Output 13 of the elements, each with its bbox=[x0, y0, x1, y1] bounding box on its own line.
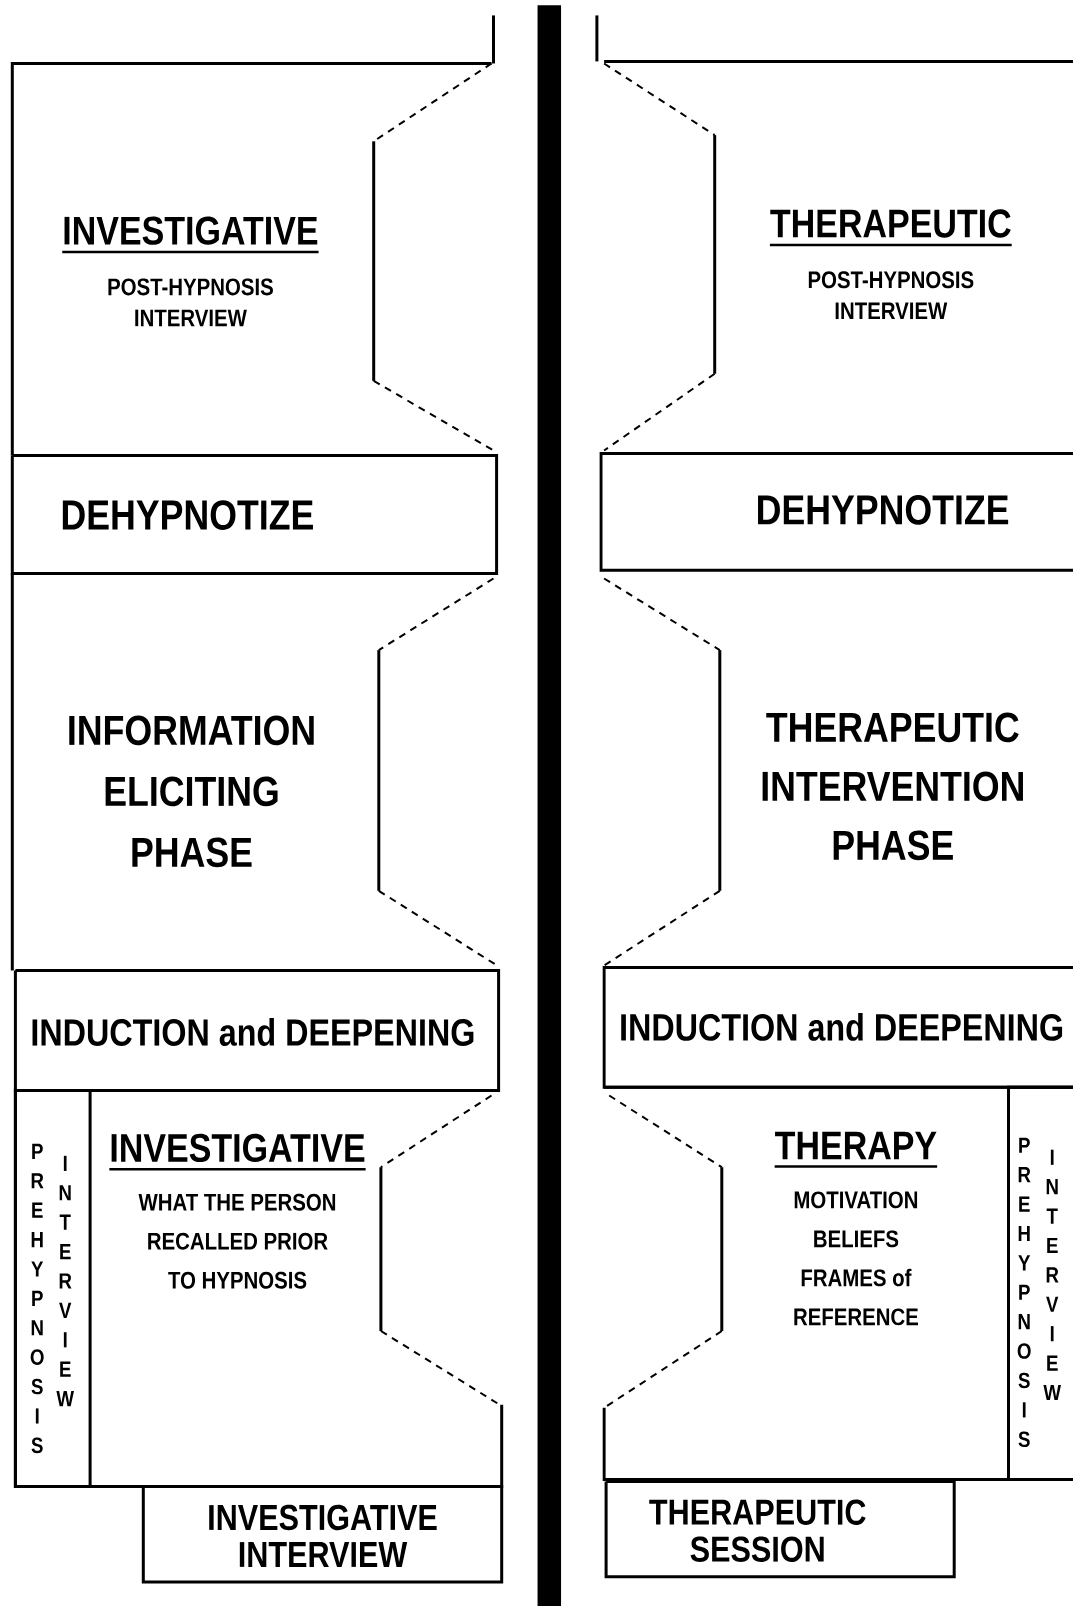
side-column: PREHYPNOSIS INTERVIEW bbox=[13, 1088, 92, 1489]
stage-box: THERAPEUTIC POST-HYPNOSIS INTERVIEW bbox=[595, 15, 1073, 452]
stage-box: THERAPEUTIC INTERVENTION PHASE bbox=[603, 577, 1023, 967]
stage-band: INDUCTION and DEEPENING bbox=[602, 966, 1073, 1089]
stage-box: INFORMATION ELICITING PHASE bbox=[10, 573, 497, 971]
divider-bar bbox=[537, 5, 562, 1606]
stage-band: DEHYPNOTIZE bbox=[10, 454, 499, 575]
stage-band: INDUCTION and DEEPENING bbox=[13, 969, 501, 1092]
title-box: INVESTIGATIVE INTERVIEW bbox=[141, 1485, 504, 1584]
stage-box: INVESTIGATIVE POST-HYPNOSIS INTERVIEW bbox=[10, 15, 495, 456]
stage-band: DEHYPNOTIZE bbox=[599, 452, 1073, 572]
side-column: PREHYPNOSIS INTERVIEW bbox=[1007, 1085, 1073, 1481]
title-box: THERAPEUTIC SESSION bbox=[604, 1480, 956, 1579]
